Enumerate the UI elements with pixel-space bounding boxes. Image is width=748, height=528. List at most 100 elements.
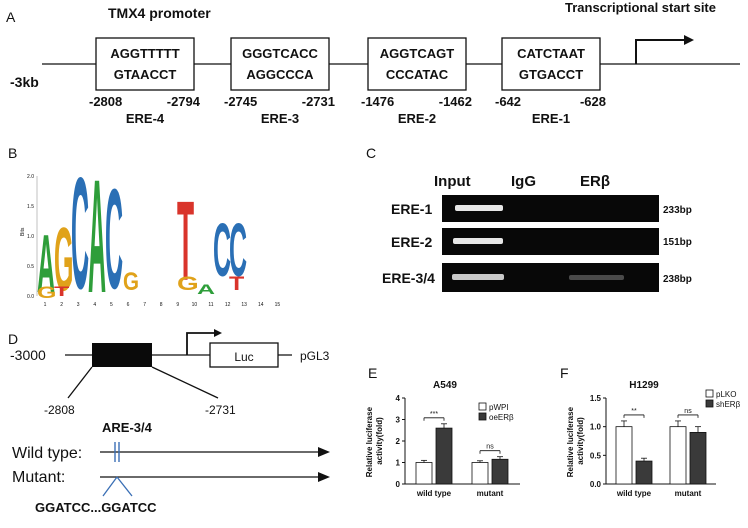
- logo-letter: A: [197, 282, 216, 297]
- band-ere34-erb: [569, 275, 624, 280]
- significance-label: ns: [684, 408, 692, 415]
- ere-seq-line2: AGGCCCA: [246, 67, 314, 82]
- ere-name: ERE-3: [261, 111, 299, 126]
- zoom-line-right: [151, 366, 219, 399]
- panel-d-label: D: [8, 331, 18, 347]
- mutant-site-right: [116, 476, 133, 497]
- ere-start-pos: -642: [495, 94, 521, 109]
- tss-arrow: [635, 39, 684, 64]
- legend-label: shERβ: [716, 400, 741, 409]
- bar: [415, 462, 433, 485]
- gel-size-ere2: 151bp: [663, 237, 692, 248]
- legend-swatch: [478, 412, 487, 421]
- right-position: -2731: [205, 403, 236, 417]
- bar: [689, 431, 707, 485]
- tss-arrowhead: [684, 35, 694, 45]
- tss-label: Transcriptional start site: [565, 0, 716, 15]
- bar: [669, 426, 687, 485]
- panel-d: D -3000 Luc pGL3 -2808 -2731 ARE-3/4 Wil…: [8, 329, 330, 515]
- logo-letter: G: [177, 273, 199, 295]
- ere-elements: AGGTTTTTGTAACCT-2808-2794ERE-4GGGTCACCAG…: [89, 37, 606, 126]
- ere-seq-line1: AGGTTTTT: [110, 46, 179, 61]
- logo-x-tick: 13: [241, 302, 247, 308]
- y-tick-label: 1: [396, 459, 401, 468]
- legend-swatch: [478, 402, 487, 411]
- construct-tss-arrow: [186, 332, 214, 355]
- ere-box: [501, 37, 601, 91]
- ere-start-pos: -2808: [89, 94, 122, 109]
- mutant-sequence: GGATCC...GGATCC: [35, 500, 157, 515]
- gel-col-igg: IgG: [511, 173, 536, 190]
- y-axis-label: Relative luciferase activity(fold): [365, 405, 384, 477]
- y-tick-label: 2: [396, 437, 401, 446]
- mutant-arrowhead: [318, 472, 330, 482]
- logo-x-tick: 2: [60, 302, 63, 308]
- logo-x-tick: 15: [275, 302, 281, 308]
- logo-x-tick: 11: [208, 302, 213, 308]
- ere-end-pos: -2794: [167, 94, 201, 109]
- logo-y-tick: 0.5: [27, 264, 34, 270]
- logo-letter: C: [105, 158, 123, 318]
- bar: [471, 462, 489, 485]
- upstream-label: -3kb: [10, 74, 39, 90]
- gel-row-ere2: ERE-2: [391, 234, 432, 250]
- y-axis-label-line1: Relative luciferase: [566, 405, 575, 477]
- ere-seq-line2: GTGACCT: [519, 67, 583, 82]
- y-axis-label-line1: Relative luciferase: [365, 405, 374, 477]
- x-category-label: wild type: [616, 489, 652, 498]
- band-ere1-input: [455, 205, 503, 211]
- ere-end-pos: -2731: [302, 94, 335, 109]
- logo-y-tick: 0.0: [27, 294, 34, 300]
- y-tick-label: 0.5: [590, 451, 602, 460]
- logo-letter: C: [213, 208, 231, 293]
- logo-x-tick: 14: [258, 302, 264, 308]
- ere-name: ERE-4: [126, 111, 165, 126]
- vector-label: pGL3: [300, 349, 330, 363]
- logo-x-tick: 6: [127, 302, 130, 308]
- panel-c-label: C: [366, 145, 376, 161]
- gel-col-erb: ERβ: [580, 173, 610, 190]
- band-ere34-input: [452, 274, 504, 280]
- panel-a-label: A: [6, 9, 16, 25]
- logo-letter: A: [88, 145, 106, 327]
- x-category-label: mutant: [675, 489, 702, 498]
- logo-letter: T: [177, 177, 194, 305]
- logo-letter: T: [229, 273, 245, 295]
- logo-letter: G: [37, 284, 56, 302]
- legend-label: pWPI: [489, 403, 509, 412]
- y-axis-label: Relative luciferase activity(fold): [566, 405, 585, 477]
- logo-x-tick: 12: [225, 302, 231, 308]
- logo-y-tick: 2.0: [27, 174, 34, 180]
- wild-type-label: Wild type:: [12, 445, 82, 462]
- bits-axis-label: Bits: [20, 227, 26, 236]
- ere-seq-line1: AGGTCAGT: [380, 46, 454, 61]
- ere-name: ERE-1: [532, 111, 570, 126]
- wild-type-arrowhead: [318, 447, 330, 457]
- bar: [615, 426, 633, 485]
- luc-label: Luc: [234, 350, 253, 364]
- ere-box: [95, 37, 195, 91]
- ere-seq-line1: CATCTAAT: [517, 46, 585, 61]
- gel-size-ere1: 233bp: [663, 205, 692, 216]
- y-tick-label: 3: [396, 416, 401, 425]
- promoter-title: TMX4 promoter: [108, 5, 211, 21]
- construct-arrowhead: [214, 329, 222, 337]
- construct-start: -3000: [10, 347, 46, 363]
- legend-swatch: [705, 389, 714, 398]
- band-ere2-input: [453, 238, 503, 244]
- significance-label: ns: [486, 444, 494, 451]
- ere-end-pos: -628: [580, 94, 606, 109]
- logo-letter: T: [54, 284, 70, 299]
- panel-a: A TMX4 promoter Transcriptional start si…: [6, 0, 740, 126]
- gel-row-ere34: ERE-3/4: [382, 270, 435, 286]
- x-category-label: mutant: [477, 489, 504, 498]
- gel-col-input: Input: [434, 173, 471, 190]
- gel-row-ere1: ERE-1: [391, 201, 432, 217]
- logo-letter: C: [71, 146, 89, 323]
- bar: [635, 460, 653, 485]
- logo-x-tick: 8: [160, 302, 163, 308]
